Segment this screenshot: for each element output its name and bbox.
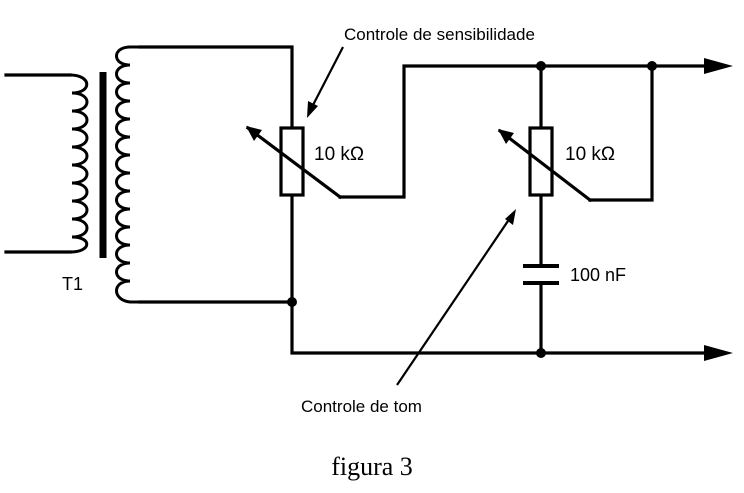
wiper1-wire bbox=[338, 64, 714, 199]
junction-dot bbox=[536, 61, 546, 71]
pot2-wiper-head bbox=[498, 129, 514, 144]
transformer-label: T1 bbox=[62, 274, 83, 294]
output-arrow-top bbox=[704, 58, 733, 74]
pot1-bottom-wire bbox=[290, 193, 714, 355]
callout-arrows bbox=[307, 46, 516, 386]
pot1-value-label: 10 kΩ bbox=[314, 144, 364, 165]
cap-value-label: 100 nF bbox=[570, 265, 626, 285]
output-arrow-bottom bbox=[704, 345, 733, 361]
sensitivity-control-label: Controle de sensibilidade bbox=[344, 25, 535, 44]
output-arrows bbox=[704, 58, 733, 361]
junction-dot bbox=[647, 61, 657, 71]
tone-control-label: Controle de tom bbox=[301, 397, 422, 416]
capacitor-100nf bbox=[523, 264, 559, 285]
tone-callout-head bbox=[505, 209, 516, 225]
potentiometer-tone bbox=[497, 126, 593, 203]
transformer-t1 bbox=[4, 45, 140, 304]
wiper2-wire bbox=[588, 64, 654, 202]
junction-dot bbox=[287, 297, 297, 307]
junctions bbox=[287, 61, 657, 358]
pot2-value-label: 10 kΩ bbox=[565, 144, 615, 165]
primary-winding bbox=[69, 73, 89, 254]
sensitivity-callout-line bbox=[311, 46, 344, 108]
figure-caption: figura 3 bbox=[331, 452, 413, 481]
wiring bbox=[138, 45, 714, 355]
junction-dot bbox=[536, 348, 546, 358]
pot2-wiper-arrow bbox=[497, 128, 593, 203]
secondary-winding bbox=[115, 45, 140, 304]
tone-callout-line bbox=[396, 217, 511, 386]
pot1-wiper-arrow bbox=[245, 125, 343, 200]
secondary-top-wire bbox=[138, 45, 294, 130]
sensitivity-callout-head bbox=[307, 101, 318, 118]
potentiometer-sensitivity bbox=[245, 125, 343, 200]
pot1-wiper-head bbox=[246, 126, 262, 141]
